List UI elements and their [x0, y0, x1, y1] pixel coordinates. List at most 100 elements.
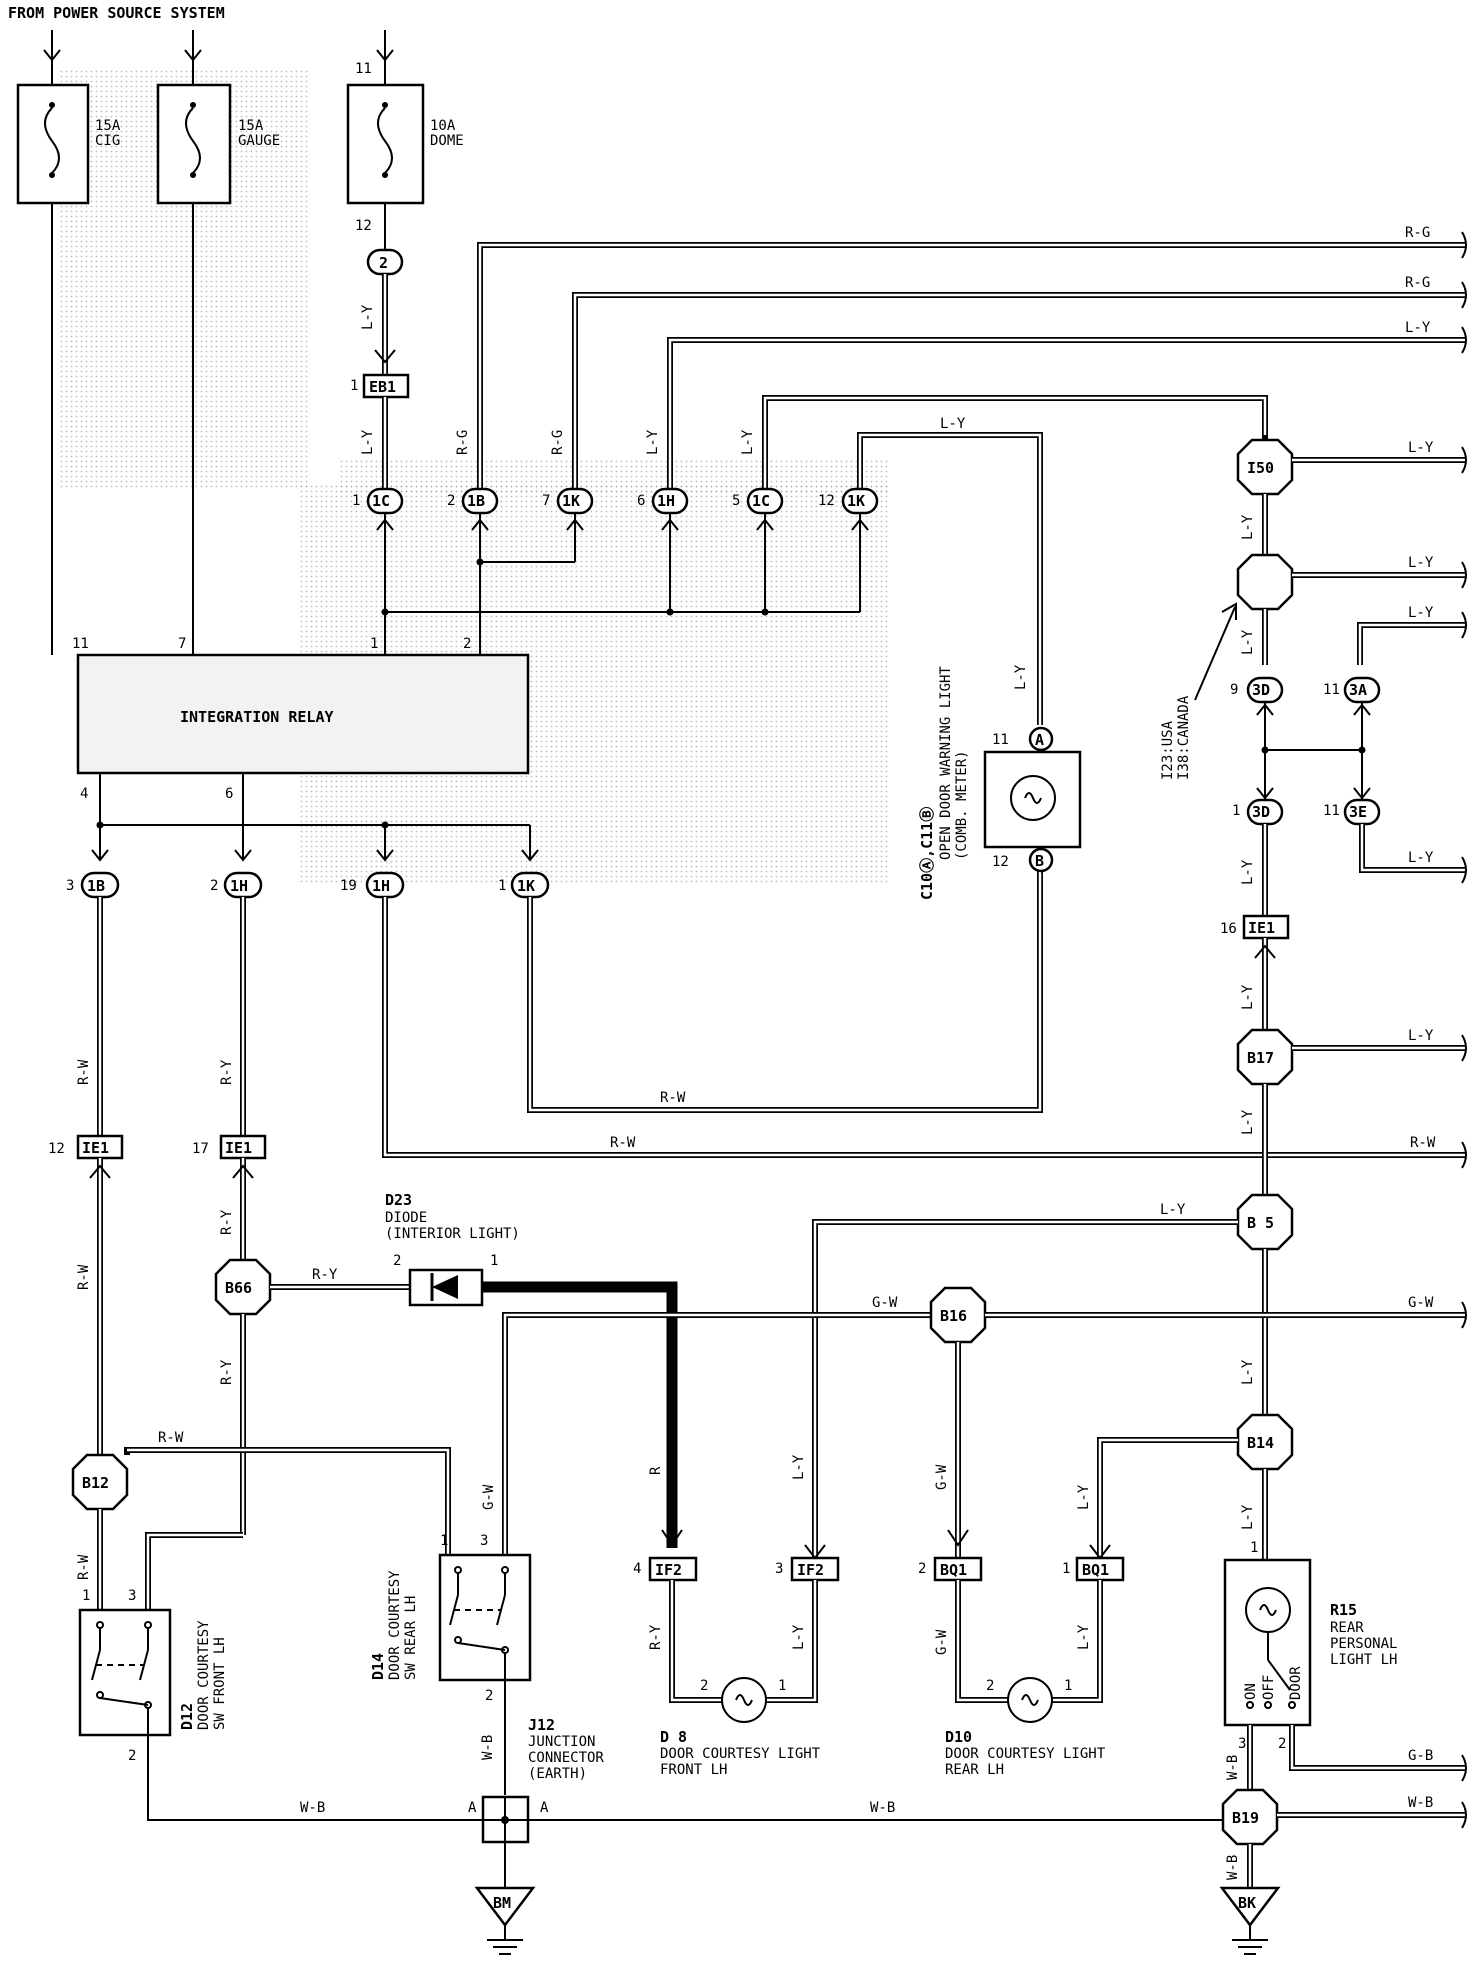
splice-i50-label: I50	[1247, 459, 1274, 477]
top-connector-2: 2 1B	[447, 487, 499, 515]
fuse-dome-pin-in: 11	[355, 61, 372, 77]
r15-pin-2: 2	[1278, 1736, 1286, 1752]
wire-label: R-G	[1405, 225, 1430, 241]
meter-line1: OPEN DOOR WARNING LIGHT	[938, 666, 954, 860]
connector-if2-4-code: IF2	[655, 1561, 682, 1579]
r15-line1: REAR	[1330, 1620, 1364, 1636]
wire-label: L-Y	[1076, 1624, 1092, 1650]
diode-line1: DIODE	[385, 1210, 427, 1226]
d8-line1: DOOR COURTESY LIGHT	[660, 1746, 821, 1762]
wire-label: W-B	[870, 1800, 895, 1816]
j12-line3: (EARTH)	[528, 1766, 587, 1782]
wire-label: L-Y	[645, 429, 661, 455]
connector-3d-9: 9 3D	[1230, 676, 1284, 704]
wire-label: R-G	[455, 430, 471, 455]
connector-ie1-17-pin: 17	[192, 1141, 209, 1157]
connector-3d-1: 1 3D	[1232, 798, 1284, 826]
splice-b17-label: B17	[1247, 1049, 1274, 1067]
splice-b5-label: B 5	[1247, 1214, 1274, 1232]
relay-pin: 6	[225, 786, 233, 802]
connector-3a-11: 11 3A	[1323, 676, 1381, 704]
header-title: FROM POWER SOURCE SYSTEM	[8, 4, 225, 22]
relay-name: INTEGRATION RELAY	[180, 708, 334, 726]
j12-pin-right: A	[540, 1800, 549, 1816]
d14-pin-1: 1	[440, 1533, 448, 1549]
connector-bq1-2-code: BQ1	[940, 1561, 967, 1579]
wire-label: L-Y	[1240, 984, 1256, 1010]
fuse-dome-pin-out: 12	[355, 218, 372, 234]
wire-label: R-Y	[312, 1267, 338, 1283]
connector-3e-11-pin: 11	[1323, 803, 1340, 819]
top-connector-6-pin: 12	[818, 493, 835, 509]
connector-bq1-1-code: BQ1	[1082, 1561, 1109, 1579]
connector-if2-3-code: IF2	[797, 1561, 824, 1579]
wire-label: G-W	[934, 1629, 950, 1655]
j12-code: J12	[528, 1716, 555, 1734]
splice-b19-label: B19	[1232, 1809, 1259, 1827]
splice-b19: B19	[1221, 1788, 1279, 1846]
connector-ie1-16: 16 IE1	[1220, 914, 1290, 940]
splice-b16-label: B16	[940, 1307, 967, 1325]
mid-connector-4-code: 1K	[517, 877, 535, 895]
connector-if2-3: 3 IF2	[775, 1556, 840, 1582]
connector-ie1-12-code: IE1	[82, 1139, 109, 1157]
wire-label: R-W	[1410, 1135, 1436, 1151]
mid-connector-2: 2 1H	[210, 871, 263, 899]
splice-b66-label: B66	[225, 1279, 252, 1297]
diode-line2: (INTERIOR LIGHT)	[385, 1226, 520, 1242]
connector-bq1-2: 2 BQ1	[918, 1556, 983, 1582]
wire-label: R-W	[158, 1430, 184, 1446]
wire-label: L-Y	[791, 1624, 807, 1650]
splice-b66: B66	[214, 1258, 272, 1316]
top-connector-5-pin: 5	[732, 493, 740, 509]
wire-label: W-B	[1225, 1855, 1241, 1880]
diode-pin-1: 1	[490, 1253, 498, 1269]
d8-pin-1: 1	[778, 1678, 786, 1694]
fuse-dome-rating: 10A	[430, 118, 456, 134]
d14-line2: SW REAR LH	[403, 1596, 419, 1680]
splice-i50: I50	[1236, 438, 1294, 496]
connector-bq1-1: 1 BQ1	[1062, 1556, 1125, 1582]
splice-b16: B16	[929, 1286, 987, 1344]
wire-label: L-Y	[1408, 555, 1434, 571]
wire-label: L-Y	[1408, 1028, 1434, 1044]
wire-label: L-Y	[1240, 1359, 1256, 1385]
connector-2-label: 2	[379, 254, 388, 272]
wire-label: R-W	[76, 1059, 92, 1085]
top-connector-3-pin: 7	[542, 493, 550, 509]
junction-note-line2: I38:CANADA	[1176, 695, 1192, 780]
splice-junction-i23	[1236, 553, 1294, 611]
wire-label: R-W	[610, 1135, 636, 1151]
d8-line2: FRONT LH	[660, 1762, 727, 1778]
connector-if2-3-pin: 3	[775, 1561, 783, 1577]
d10-line2: REAR LH	[945, 1762, 1004, 1778]
combination-meter: 11 A B 12 C10Ⓐ,C11Ⓑ OPEN DOOR WARNING LI…	[918, 666, 1082, 900]
j12-pin-left: A	[468, 1800, 477, 1816]
wire-label: G-B	[1408, 1748, 1433, 1764]
connector-3d-1-pin: 1	[1232, 803, 1240, 819]
d10-code: D10	[945, 1728, 972, 1746]
wire-label: L-Y	[360, 304, 376, 330]
d8-pin-2: 2	[700, 1678, 708, 1694]
connector-bq1-1-pin: 1	[1062, 1561, 1070, 1577]
d12-line2: SW FRONT LH	[212, 1637, 228, 1730]
wire-label: R	[648, 1466, 664, 1475]
relay-pin: 1	[370, 636, 378, 652]
ground-bk-label: BK	[1238, 1894, 1256, 1912]
r15-pin-1: 1	[1250, 1540, 1258, 1556]
connector-bq1-2-pin: 2	[918, 1561, 926, 1577]
wire-label: R-W	[660, 1090, 686, 1106]
d12-pin-3: 3	[128, 1588, 136, 1604]
diode-pin-2: 2	[393, 1253, 401, 1269]
connector-if2-4: 4 IF2	[633, 1556, 698, 1582]
wire-label: R-Y	[219, 1059, 235, 1085]
d14-line1: DOOR COURTESY	[387, 1570, 403, 1680]
mid-connector-4: 1 1K	[498, 871, 550, 899]
wire-label: L-Y	[1408, 605, 1434, 621]
meter-pin-a-label: A	[1035, 731, 1044, 749]
splice-b12: B12	[71, 1453, 129, 1511]
wire-label: R-G	[550, 430, 566, 455]
top-connector-4: 6 1H	[637, 487, 689, 515]
connector-if2-4-pin: 4	[633, 1561, 641, 1577]
relay-pin: 7	[178, 636, 186, 652]
